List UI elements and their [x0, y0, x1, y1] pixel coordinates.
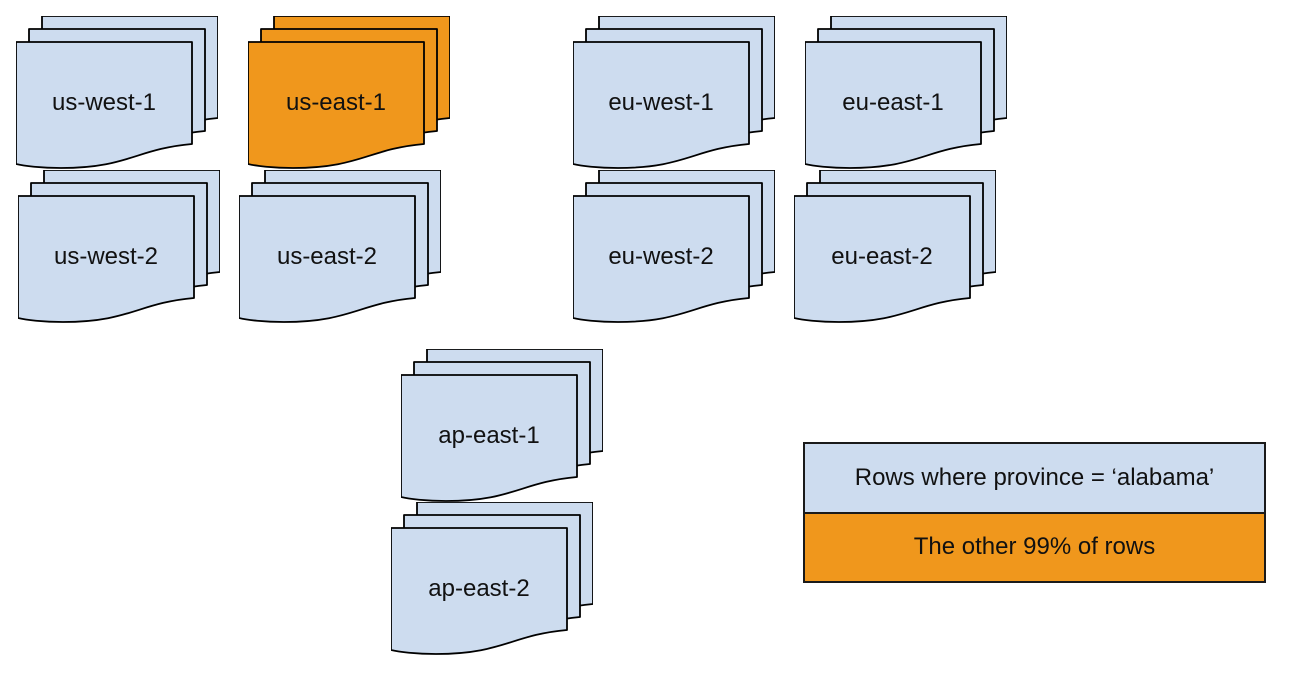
document-page-front [573, 41, 750, 169]
document-stack-icon [16, 16, 218, 169]
document-stack-icon [794, 170, 996, 323]
document-page-front [401, 374, 578, 502]
document-stack-icon [805, 16, 1007, 169]
document-page-front [573, 195, 750, 323]
document-stack-icon [18, 170, 220, 323]
region-stack-eu-west-1: eu-west-1 [573, 16, 775, 169]
region-stack-ap-east-2: ap-east-2 [391, 502, 593, 655]
legend-item-alabama-rows: Rows where province = ‘alabama’ [805, 444, 1264, 514]
region-stack-ap-east-1: ap-east-1 [401, 349, 603, 502]
document-page-front [248, 41, 425, 169]
region-stack-us-east-2: us-east-2 [239, 170, 441, 323]
legend: Rows where province = ‘alabama’ The othe… [803, 442, 1266, 583]
document-stack-icon [391, 502, 593, 655]
legend-item-label: The other 99% of rows [913, 533, 1156, 561]
legend-item-other-rows: The other 99% of rows [805, 513, 1264, 581]
document-page-front [794, 195, 971, 323]
region-stack-eu-east-2: eu-east-2 [794, 170, 996, 323]
region-stack-eu-west-2: eu-west-2 [573, 170, 775, 323]
document-stack-icon [401, 349, 603, 502]
document-page-front [16, 41, 193, 169]
document-stack-icon [248, 16, 450, 169]
document-page-front [18, 195, 195, 323]
legend-item-label: Rows where province = ‘alabama’ [854, 463, 1215, 491]
document-stack-icon [573, 16, 775, 169]
document-stack-icon [573, 170, 775, 323]
document-page-front [239, 195, 416, 323]
document-page-front [391, 527, 568, 655]
region-stack-eu-east-1: eu-east-1 [805, 16, 1007, 169]
region-stack-us-east-1: us-east-1 [248, 16, 450, 169]
document-page-front [805, 41, 982, 169]
document-stack-icon [239, 170, 441, 323]
region-stack-us-west-2: us-west-2 [18, 170, 220, 323]
region-stack-us-west-1: us-west-1 [16, 16, 218, 169]
